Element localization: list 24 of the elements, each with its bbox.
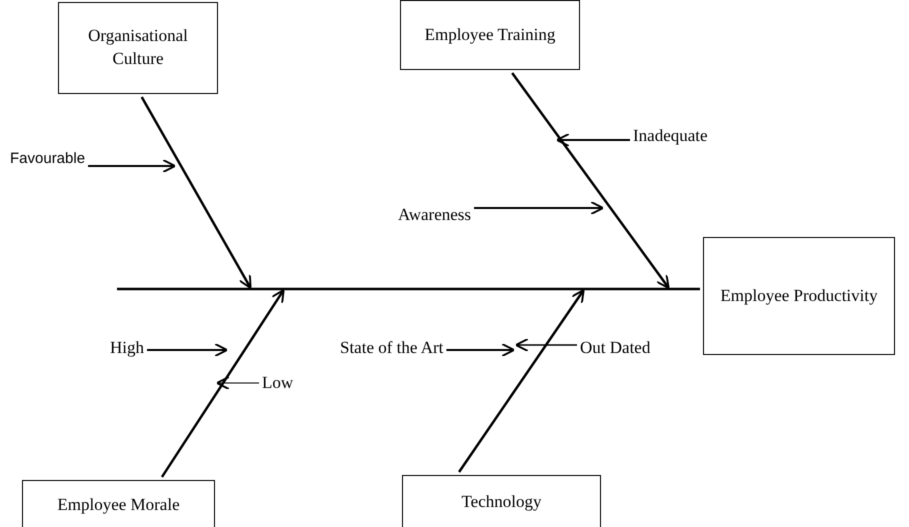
arrow — [514, 338, 577, 352]
cause-box: Technology — [402, 475, 601, 527]
cause-label: Out Dated — [580, 338, 650, 358]
arrow — [216, 376, 260, 390]
cause-label: Inadequate — [633, 126, 708, 146]
cause-label: Awareness — [398, 205, 472, 225]
cause-arrow — [140, 96, 252, 289]
cause-box: Employee Training — [400, 0, 580, 70]
arrow — [446, 343, 516, 357]
arrow — [88, 159, 176, 173]
cause-arrow — [458, 289, 585, 473]
arrow — [147, 343, 228, 357]
arrow — [474, 201, 604, 215]
cause-arrow — [511, 72, 670, 289]
spine-line — [117, 288, 700, 290]
effect-box: Employee Productivity — [703, 237, 895, 355]
cause-label: Favourable — [10, 150, 86, 167]
cause-box: Organisational Culture — [58, 2, 218, 94]
cause-label: High — [110, 338, 144, 358]
cause-label: State of the Art — [340, 338, 444, 358]
arrow — [556, 133, 630, 147]
cause-box: Employee Morale — [22, 480, 215, 527]
cause-arrow — [160, 289, 285, 478]
cause-label: Low — [262, 373, 294, 393]
